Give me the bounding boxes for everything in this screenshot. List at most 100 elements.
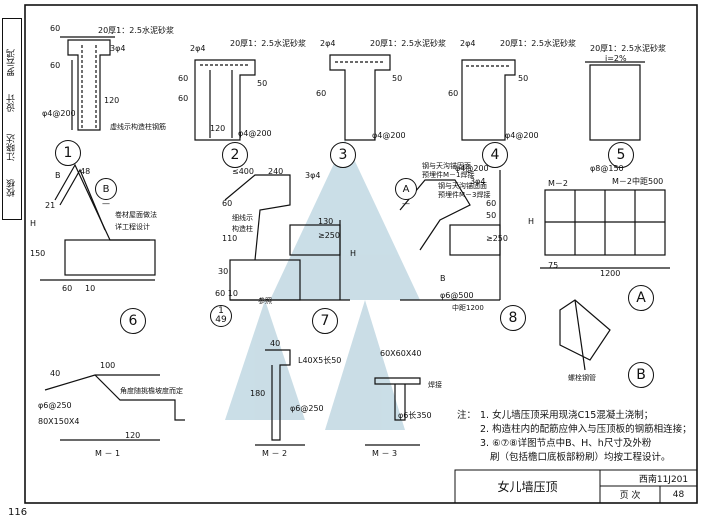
drawing-title: 女儿墙压顶 xyxy=(497,480,558,494)
d8-dim-250: ≥250 xyxy=(486,234,508,243)
d7-ref-num: 1 xyxy=(218,306,224,316)
d3-dim-50: 50 xyxy=(392,74,403,83)
d7-rebar: 3φ4 xyxy=(305,171,321,180)
d4-stirrup: φ4@200 xyxy=(505,131,539,140)
m1-rebar: φ6@250 xyxy=(38,401,72,410)
d8-rebar: 3φ4 xyxy=(470,177,486,186)
detail-8-number: 8 xyxy=(500,305,526,331)
d1-dim-20: 20厚1：2.5水泥砂浆 xyxy=(98,26,174,35)
d4-dim-50: 50 xyxy=(518,74,529,83)
detail-b-note: 螺栓钢管 xyxy=(568,374,596,382)
m3-title: M － 3 xyxy=(372,449,398,458)
d6-note-2: 详工程设计 xyxy=(115,223,150,231)
d7-ref: 参照 xyxy=(258,297,272,305)
d3-rebar: 2φ4 xyxy=(320,39,336,48)
d8-note-3: 钢与天沟锚固面 xyxy=(438,182,487,190)
d8-dim-b: B xyxy=(440,274,446,283)
note-item-2: 2. 构造柱内的配筋应伸入与压顶板的钢筋相连接； xyxy=(480,424,692,435)
detail-4-number: 4 xyxy=(482,142,508,168)
d8-label-a: A xyxy=(395,178,417,200)
d1-rebar: 3φ4 xyxy=(110,44,126,53)
d6-label-dash: — xyxy=(102,199,110,208)
d8-label-dash: — xyxy=(402,199,410,208)
elev-a-rebar: φ8@150 xyxy=(590,164,624,173)
d5-dim-20: 20厚1：2.5水泥砂浆 xyxy=(590,44,666,53)
d8-note-4: 预埋件M－3焊接 xyxy=(438,191,491,199)
elev-a-dim-1200: 1200 xyxy=(600,269,621,278)
d8-dim-50: 50 xyxy=(486,211,497,220)
page-no: 48 xyxy=(672,489,685,500)
d2-dim-60b: 60 xyxy=(178,94,189,103)
detail-5-number: 5 xyxy=(608,142,634,168)
checker-name: 江晓达 xyxy=(7,134,17,161)
m3-weld: 焊接 xyxy=(428,381,442,389)
elev-a-dim-75: 75 xyxy=(548,261,559,270)
d8-spacing: φ6@500 xyxy=(440,291,474,300)
d1-dim-120: 120 xyxy=(104,96,120,105)
d2-dim-50: 50 xyxy=(257,79,268,88)
elev-a-label: M－2 xyxy=(548,179,568,188)
m3-rebar: φ6长350 xyxy=(398,411,432,420)
elev-a-dim-h: H xyxy=(528,217,535,226)
d8-note-2: 预埋件M－1焊接 xyxy=(422,171,475,179)
notes-title: 注： xyxy=(457,410,477,421)
detail-6-number: 6 xyxy=(120,308,146,334)
approval-strip: 校核 江晓达 设计 罗云鸿 xyxy=(2,18,22,220)
d2-dim-60a: 60 xyxy=(178,74,189,83)
d7-dim-h: H xyxy=(350,249,357,258)
m2-dim-180: 180 xyxy=(250,389,266,398)
d3-dim-20: 20厚1：2.5水泥砂浆 xyxy=(370,39,446,48)
m1-note: 角度随挑檐坡度而定 xyxy=(120,387,183,395)
d2-rebar: 2φ4 xyxy=(190,44,206,53)
d8-stirrup: φ4@200 xyxy=(455,164,489,173)
d6-label-b: B xyxy=(95,178,117,200)
d6-dim-150: 150 xyxy=(30,249,46,258)
detail-7-number: 7 xyxy=(312,308,338,334)
note-item-1: 1. 女儿墙压顶采用现浇C15混凝土浇制； xyxy=(480,410,654,421)
d3-dim-60: 60 xyxy=(316,89,327,98)
d7-note-1: 细线示 xyxy=(232,214,253,222)
d3-stirrup: φ4@200 xyxy=(372,131,406,140)
detail-2-number: 2 xyxy=(222,142,248,168)
d1-dim-top: 60 xyxy=(50,24,61,33)
d7-dim-250: ≥250 xyxy=(318,231,340,240)
d7-dim-110: 110 xyxy=(222,234,238,243)
m1-title: M － 1 xyxy=(95,449,121,458)
m2-rebar: φ6@250 xyxy=(290,404,324,413)
d1-dim-60: 60 xyxy=(50,61,61,70)
detail-b-circle: B xyxy=(628,362,654,388)
d7-ref-page: 49 xyxy=(215,315,227,325)
d1-stirrup: φ4@200 xyxy=(42,109,76,118)
m1-dim-40: 40 xyxy=(50,369,61,378)
d6-dim-b: B xyxy=(55,171,61,180)
page-number: 116 xyxy=(8,507,28,518)
d8-spacing-2: 中距1200 xyxy=(452,304,484,312)
d7-dim-400: ≤400 xyxy=(232,167,254,176)
page-label: 页 次 xyxy=(619,491,641,501)
d5-slope: i=2% xyxy=(605,54,627,63)
designer-name: 罗云鸿 xyxy=(7,49,17,76)
d6-note-1: 卷材屋面做法 xyxy=(115,211,157,219)
m2-dim-40: 40 xyxy=(270,339,281,348)
watermark xyxy=(225,140,420,430)
detail-3-number: 3 xyxy=(330,142,356,168)
atlas-number: 西南11J201 xyxy=(638,474,689,485)
m1-plate: 80X150X4 xyxy=(38,417,80,426)
d7-dim-60: 60 xyxy=(222,199,233,208)
d7-note-2: 构造柱 xyxy=(232,225,253,233)
d7-dim-6010: 60 10 xyxy=(215,289,238,298)
d6-dim-48: 48 xyxy=(80,167,91,176)
d4-rebar: 2φ4 xyxy=(460,39,476,48)
d1-note: 虚线示构造柱钢筋 xyxy=(110,123,166,131)
d8-dim-60: 60 xyxy=(486,199,497,208)
d4-dim-20: 20厚1：2.5水泥砂浆 xyxy=(500,39,576,48)
d2-stirrup: φ4@200 xyxy=(238,129,272,138)
d7-dim-130: 130 xyxy=(318,217,334,226)
d6-dim-21: 21 xyxy=(45,201,56,210)
note-item-3: 3. ⑥⑦⑧详图节点中B、H、h尺寸及外粉 xyxy=(480,438,652,449)
d6-dim-10: 10 xyxy=(85,284,96,293)
elev-a-spacing: M－2中距500 xyxy=(612,177,664,186)
d2-dim-20: 20厚1：2.5水泥砂浆 xyxy=(230,39,306,48)
d7-dim-240: 240 xyxy=(268,167,284,176)
